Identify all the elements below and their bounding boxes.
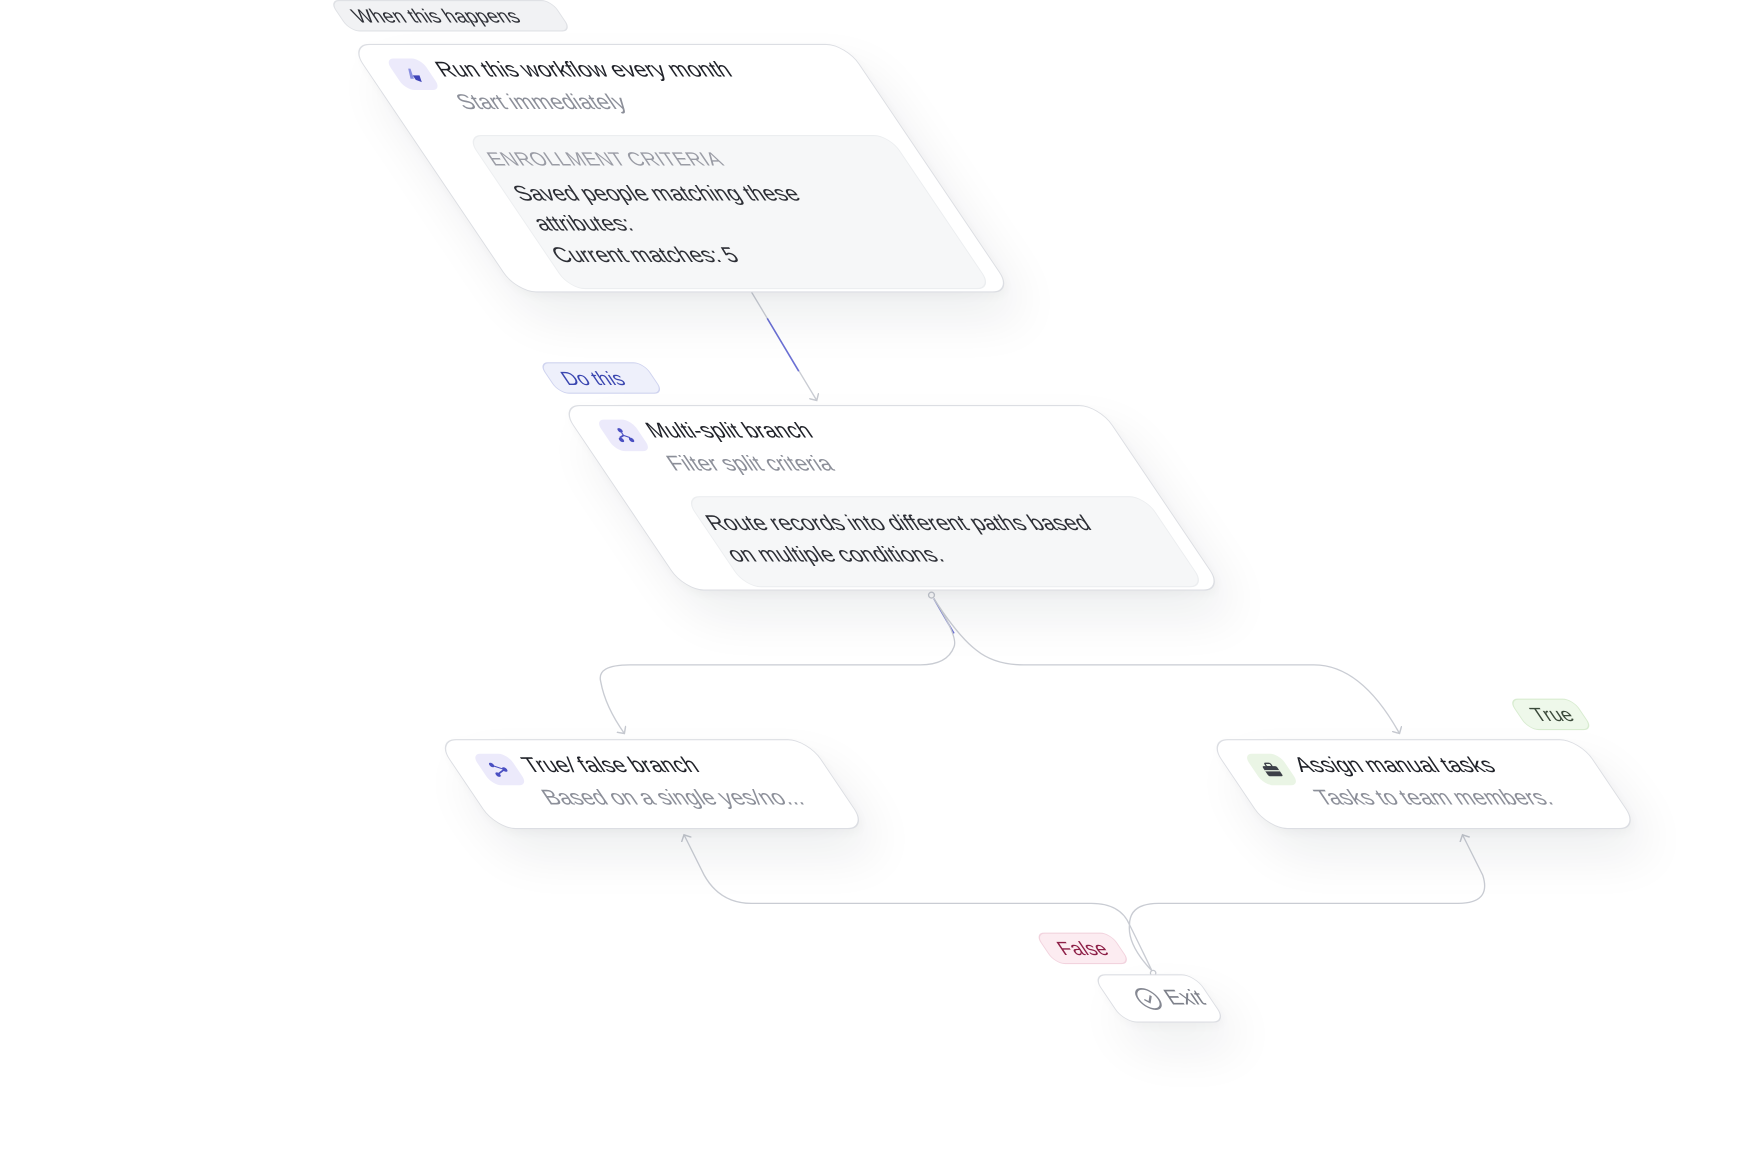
false-label: False (1033, 932, 1132, 965)
enrollment-criteria-line: attributes: (528, 212, 639, 237)
multi-split-title: Multi-split branch (640, 419, 819, 444)
branch-icon (594, 419, 653, 452)
trigger-card[interactable]: Run this workflow every month Start imme… (348, 43, 1014, 293)
true-false-branch-card[interactable]: True/ false branch Based on a single yes… (435, 739, 869, 830)
trigger-subtitle: Start immediately (451, 91, 633, 115)
branch-icon (471, 753, 529, 786)
assign-manual-tasks-card[interactable]: Assign manual tasks Tasks to team member… (1207, 739, 1641, 830)
action-section-label: Do this (537, 362, 665, 394)
multi-split-description-line: Route records into different paths based (700, 511, 1097, 536)
assign-manual-tasks-subtitle: Tasks to team members. (1309, 786, 1559, 810)
enrollment-criteria-panel: ENROLLMENT CRITERIA Saved people matchin… (465, 135, 994, 290)
briefcase-icon (1242, 753, 1301, 786)
enrollment-criteria-heading: ENROLLMENT CRITERIA (482, 148, 729, 170)
trigger-icon (384, 58, 442, 90)
current-matches: Current matches: 5 (546, 244, 745, 268)
false-label-wrap: False (1033, 932, 1132, 965)
multi-split-card[interactable]: Multi-split branch Filter split criteria… (559, 405, 1225, 591)
multi-split-description-panel: Route records into different paths based… (683, 496, 1207, 588)
true-false-branch-title: True/ false branch (517, 753, 705, 778)
multi-split-subtitle: Filter split criteria (661, 452, 840, 476)
trigger-section-label-wrap: When this happens (328, 0, 573, 32)
action-section-label-wrap: Do this (537, 362, 665, 394)
true-label: True (1507, 698, 1594, 731)
multi-split-description-line: on multiple conditions. (722, 543, 950, 567)
enrollment-criteria-line: Saved people matching these (508, 182, 807, 206)
trigger-title: Run this workflow every month (430, 58, 738, 83)
exit-node[interactable]: Exit (1091, 974, 1228, 1023)
true-label-wrap: True (1507, 698, 1594, 731)
trigger-section-label: When this happens (328, 0, 573, 32)
assign-manual-tasks-title: Assign manual tasks (1288, 753, 1501, 778)
check-circle-icon (1124, 984, 1173, 1013)
connector-split-to-branches (599, 591, 1399, 733)
true-false-branch-subtitle: Based on a single yes/no... (536, 786, 810, 810)
